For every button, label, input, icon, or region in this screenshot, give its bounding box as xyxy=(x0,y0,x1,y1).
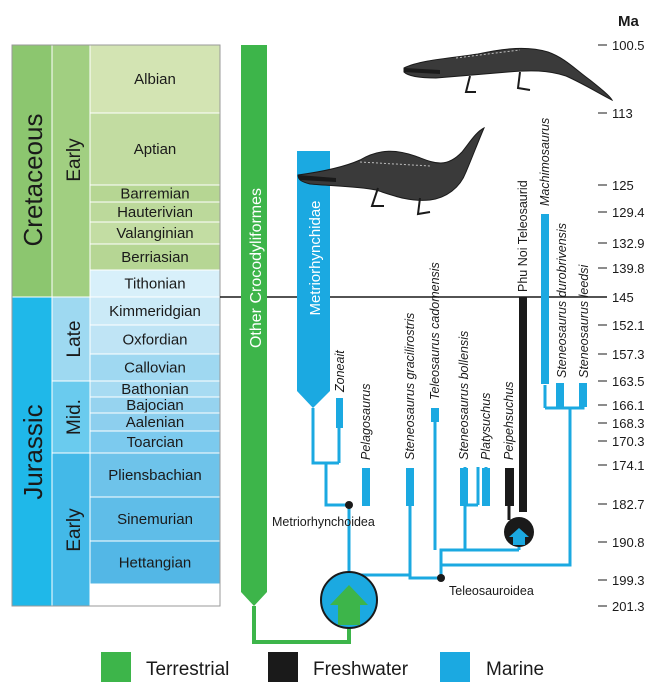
range-phu-noi xyxy=(519,297,527,512)
teleosauroidea-node xyxy=(437,574,445,582)
stage-label: Hauterivian xyxy=(117,204,193,221)
range-machimosaurus xyxy=(541,214,549,384)
stage-label: Oxfordian xyxy=(122,332,187,349)
age-tick-label: 166.1 xyxy=(612,398,645,413)
range-t-cadomensis xyxy=(431,408,439,422)
clade-teleosauroidea-label: Teleosauroidea xyxy=(449,584,534,598)
taxon-peipehsuchus: Peipehsuchus xyxy=(502,381,516,460)
taxon-s-durobrivensis: Steneosaurus durobrivensis xyxy=(555,223,569,378)
taxon-s-leedsi: Steneosaurus leedsi xyxy=(577,264,591,378)
root-transition-node xyxy=(321,572,377,628)
stage-label: Barremian xyxy=(120,186,189,203)
age-tick-label: 113 xyxy=(612,106,633,121)
age-tick-label: 145 xyxy=(612,290,634,305)
stage-label: Kimmeridgian xyxy=(109,303,201,320)
age-tick-label: 132.9 xyxy=(612,236,645,251)
period-cretaceous-label: Cretaceous xyxy=(18,114,48,247)
epoch-jurassic-late-label: Late xyxy=(64,321,85,358)
range-s-durobrivensis xyxy=(556,383,564,407)
age-tick-label: 168.3 xyxy=(612,416,645,431)
legend-label-terrestrial: Terrestrial xyxy=(146,659,229,680)
stage-label: Aalenian xyxy=(126,414,184,431)
period-jurassic-label: Jurassic xyxy=(18,404,48,499)
clade-metriorhynchidae-label: Metriorhynchidae xyxy=(307,200,324,315)
stage-label: Bajocian xyxy=(126,397,184,414)
taxon-platysuchus: Platysuchus xyxy=(479,393,493,460)
clade-metriorhynchoidea-label: Metriorhynchoidea xyxy=(272,515,375,529)
range-platysuchus xyxy=(482,468,490,506)
timescale: AlbianAptianBarremianHauterivianValangin… xyxy=(12,45,220,606)
range-zoneait xyxy=(336,398,343,428)
stage-label: Hettangian xyxy=(119,555,192,572)
stage-cells: AlbianAptianBarremianHauterivianValangin… xyxy=(90,45,220,584)
epoch-jurassic-early-label: Early xyxy=(64,508,85,552)
taxon-machimosaurus: Machimosaurus xyxy=(538,118,552,206)
unit-label: Ma xyxy=(618,13,639,30)
marine-branches xyxy=(313,385,583,604)
stage-label: Sinemurian xyxy=(117,511,193,528)
age-tick-label: 170.3 xyxy=(612,434,645,449)
taxon-t-cadomensis: Teleosaurus cadomensis xyxy=(428,262,442,400)
age-axis: 100.5 113 125 129.4 132.9 139.8 145 152.1 157.3 1… xyxy=(598,38,645,614)
legend-label-marine: Marine xyxy=(486,659,544,680)
legend-swatch-terrestrial xyxy=(101,652,131,682)
age-tick-label: 174.1 xyxy=(612,458,645,473)
clade-other-crocodyliformes-label: Other Crocodyliformes xyxy=(248,188,265,348)
age-tick-label: 182.7 xyxy=(612,497,645,512)
taxon-zoneait: Zoneait xyxy=(333,350,347,393)
range-pelagosaurus xyxy=(362,468,370,506)
legend-swatch-freshwater xyxy=(268,652,298,682)
stage-label: Pliensbachian xyxy=(108,467,201,484)
range-s-bollensis xyxy=(460,468,468,506)
taxon-pelagosaurus: Pelagosaurus xyxy=(359,384,373,460)
range-peipehsuchus xyxy=(505,468,514,506)
age-tick-label: 100.5 xyxy=(612,38,645,53)
age-tick-label: 163.5 xyxy=(612,374,645,389)
age-tick-label: 190.8 xyxy=(612,535,645,550)
stage-label: Bathonian xyxy=(121,381,189,398)
stage-label: Callovian xyxy=(124,360,186,377)
epoch-cretaceous-early-label: Early xyxy=(64,138,85,182)
stage-label: Tithonian xyxy=(124,276,185,293)
machimosaurus-skeleton-illustration xyxy=(404,48,612,100)
taxon-s-bollensis: Steneosaurus bollensis xyxy=(457,331,471,460)
taxon-s-gracilirostris: Steneosaurus gracilirostris xyxy=(403,313,417,460)
stage-label: Berriasian xyxy=(121,249,189,266)
stage-label: Aptian xyxy=(134,141,177,158)
range-s-leedsi xyxy=(579,383,587,407)
epoch-jurassic-mid-label: Mid. xyxy=(64,399,85,435)
age-tick-label: 129.4 xyxy=(612,205,645,220)
age-tick-label: 201.3 xyxy=(612,599,645,614)
range-s-gracilirostris xyxy=(406,468,414,506)
legend-swatch-marine xyxy=(440,652,470,682)
age-tick-label: 157.3 xyxy=(612,347,645,362)
age-tick-label: 125 xyxy=(612,178,634,193)
age-tick-label: 139.8 xyxy=(612,261,645,276)
legend-label-freshwater: Freshwater xyxy=(313,659,409,680)
stage-label: Valanginian xyxy=(116,225,193,242)
taxon-phu-noi: Phu Noi Teleosaurid xyxy=(516,180,530,292)
metriorhynchoidea-node xyxy=(345,501,353,509)
age-tick-label: 152.1 xyxy=(612,318,645,333)
stage-label: Albian xyxy=(134,71,176,88)
age-tick-label: 199.3 xyxy=(612,573,645,588)
stage-label: Toarcian xyxy=(127,434,184,451)
legend: Terrestrial Freshwater Marine xyxy=(101,652,544,682)
